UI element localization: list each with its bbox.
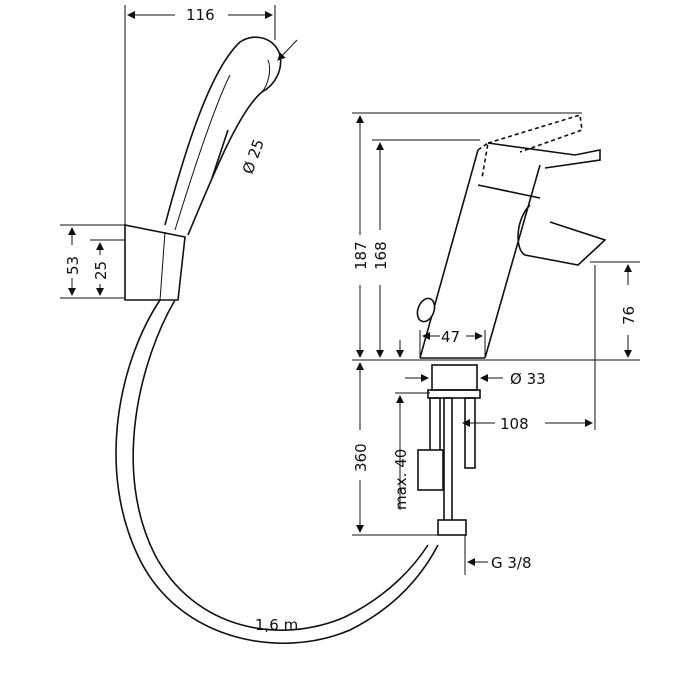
shower-holder [124, 224, 186, 301]
hand-shower [164, 36, 282, 236]
dim-47: 47 [441, 328, 460, 346]
dim-max-40: max. 40 [392, 449, 410, 510]
dim-hose-length: 1,6 m [255, 616, 298, 634]
dim-25: 25 [92, 261, 110, 280]
dim-187: 187 [352, 241, 370, 270]
dim-168: 168 [372, 241, 390, 270]
faucet [416, 113, 607, 536]
dim-diameter-33: Ø 33 [510, 370, 546, 388]
dim-116: 116 [186, 6, 215, 24]
dim-g-3-8: G 3/8 [491, 554, 532, 572]
dim-76: 76 [620, 306, 638, 325]
hose [115, 299, 439, 645]
dim-diameter-25: Ø 25 [239, 137, 268, 177]
dim-53: 53 [64, 256, 82, 275]
dimension-lines [60, 5, 640, 575]
dim-360: 360 [352, 443, 370, 472]
dim-108: 108 [500, 415, 529, 433]
